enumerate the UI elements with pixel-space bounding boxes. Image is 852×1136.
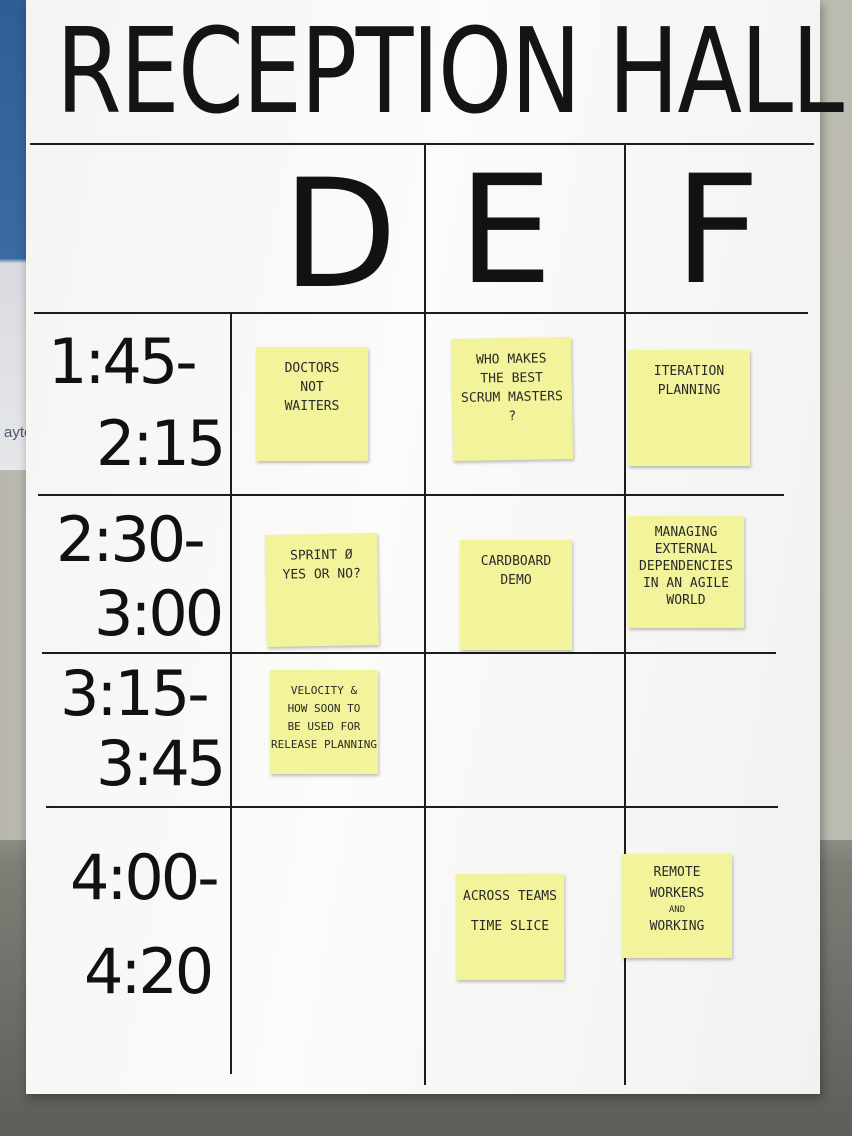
grid-line-row3 bbox=[42, 652, 776, 654]
grid-line-col-time bbox=[230, 314, 232, 1074]
column-header-d: D bbox=[282, 148, 398, 322]
time-slot-1-start: 1:45- bbox=[48, 325, 195, 398]
time-slot-1-end: 2:15 bbox=[96, 407, 224, 480]
sticky-note: Iteration planning bbox=[628, 350, 750, 466]
time-slot-2-start: 2:30- bbox=[56, 503, 203, 576]
sticky-note: Remote workers and working bbox=[622, 854, 732, 958]
sticky-note: Who makes the best scrum masters ? bbox=[450, 336, 574, 462]
sticky-note: Across teams time slice bbox=[456, 874, 564, 980]
grid-line-row2 bbox=[38, 494, 784, 496]
schedule-board: RECEPTION HALL D E F 1:45- 2:15 2:30- 3:… bbox=[26, 0, 843, 1094]
time-slot-3-end: 3:45 bbox=[96, 727, 224, 800]
sticky-note: Doctors not waiters bbox=[256, 347, 368, 461]
time-slot-4-end: 4:20 bbox=[84, 935, 212, 1008]
column-header-f: F bbox=[674, 144, 761, 318]
board-title: RECEPTION HALL bbox=[56, 2, 843, 140]
sticky-note: Sprint Ø yes or no? bbox=[265, 533, 379, 647]
column-header-e: E bbox=[458, 144, 553, 318]
sticky-note: Managing external dependencies in an agi… bbox=[628, 516, 744, 628]
time-slot-3-start: 3:15- bbox=[60, 657, 207, 730]
time-slot-2-end: 3:00 bbox=[94, 577, 222, 650]
sticky-note: Velocity & how soon to be used for relea… bbox=[270, 670, 378, 774]
time-slot-4-start: 4:00- bbox=[70, 841, 217, 914]
sticky-note: Cardboard demo bbox=[460, 540, 572, 650]
grid-line-row4 bbox=[46, 806, 778, 808]
grid-line-col-d bbox=[424, 145, 426, 1085]
